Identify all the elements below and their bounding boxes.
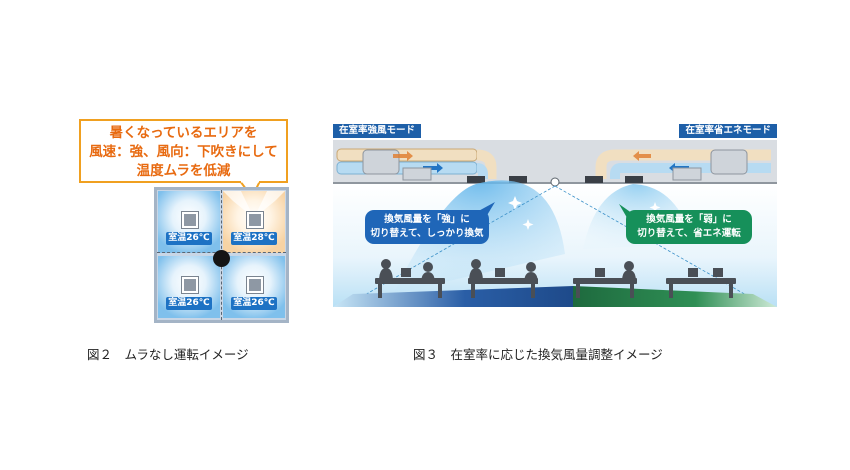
- diffuser-icon: [625, 176, 643, 183]
- room-temp-label: 室温26℃: [166, 232, 212, 245]
- diffuser-icon: [585, 176, 603, 183]
- office-workers-icon: [375, 259, 736, 298]
- figure2-caption: 図２ ムラなし運転イメージ: [87, 347, 249, 362]
- bubble-left-line-2: 切り替えて、しっかり換気: [370, 228, 484, 239]
- bubble-right-text: 換気風量を「弱」に 切り替えて、省エネ運転: [626, 213, 752, 241]
- ac-unit-icon: [181, 276, 199, 294]
- sensor-icon: [550, 177, 560, 187]
- figure3-caption: 図３ 在室率に応じた換気風量調整イメージ: [413, 347, 663, 362]
- floor-left: [333, 286, 573, 307]
- ventilation-illustration: [333, 140, 777, 307]
- room-temp-label: 室温28℃: [231, 232, 277, 245]
- ac-unit-icon: [246, 211, 264, 229]
- callout-line-3: 温度ムラを低減: [136, 163, 231, 179]
- room-cell-bottom-left: 室温26℃: [158, 256, 220, 318]
- sparkle-icons: [508, 196, 661, 230]
- duct-right-icon: [595, 149, 771, 181]
- bubble-right-line-2: 切り替えて、省エネ運転: [637, 228, 741, 239]
- diffuser-icon: [509, 176, 527, 183]
- ac-unit-icon: [181, 211, 199, 229]
- callout-line-1: 暑くなっているエリアを: [109, 125, 258, 141]
- room-temp-label: 室温26℃: [231, 297, 277, 310]
- diffuser-icon: [467, 176, 485, 183]
- ventilation-figure: 在室率強風モード 在室率省エネモード 換気風量を「強」に 切り替えて、しっかり換…: [333, 124, 777, 307]
- mode-label-eco: 在室率省エネモード: [679, 124, 777, 138]
- bubble-right: [619, 204, 752, 244]
- mode-label-strong: 在室率強風モード: [333, 124, 422, 138]
- room-cell-bottom-right: 室温26℃: [223, 256, 285, 318]
- bubble-left: [365, 202, 495, 244]
- callout-line-2: 風速：強、風向：下吹きにして: [89, 144, 278, 160]
- room-cell-top-left: 室温26℃: [158, 191, 220, 253]
- bubble-right-line-1: 換気風量を「弱」に: [646, 214, 732, 225]
- sensor-dot-icon: [213, 250, 230, 267]
- room-temp-label: 室温26℃: [166, 297, 212, 310]
- duct-left-icon: [336, 148, 497, 181]
- bubble-left-line-1: 換気風量を「強」に: [384, 214, 470, 225]
- floor-right: [573, 286, 777, 307]
- bubble-left-text: 換気風量を「強」に 切り替えて、しっかり換気: [365, 213, 489, 241]
- ac-unit-icon: [246, 276, 264, 294]
- hot-area-callout: 暑くなっているエリアを 風速：強、風向：下吹きにして 温度ムラを低減: [79, 119, 288, 183]
- room-cell-top-right: 室温28℃: [223, 191, 285, 253]
